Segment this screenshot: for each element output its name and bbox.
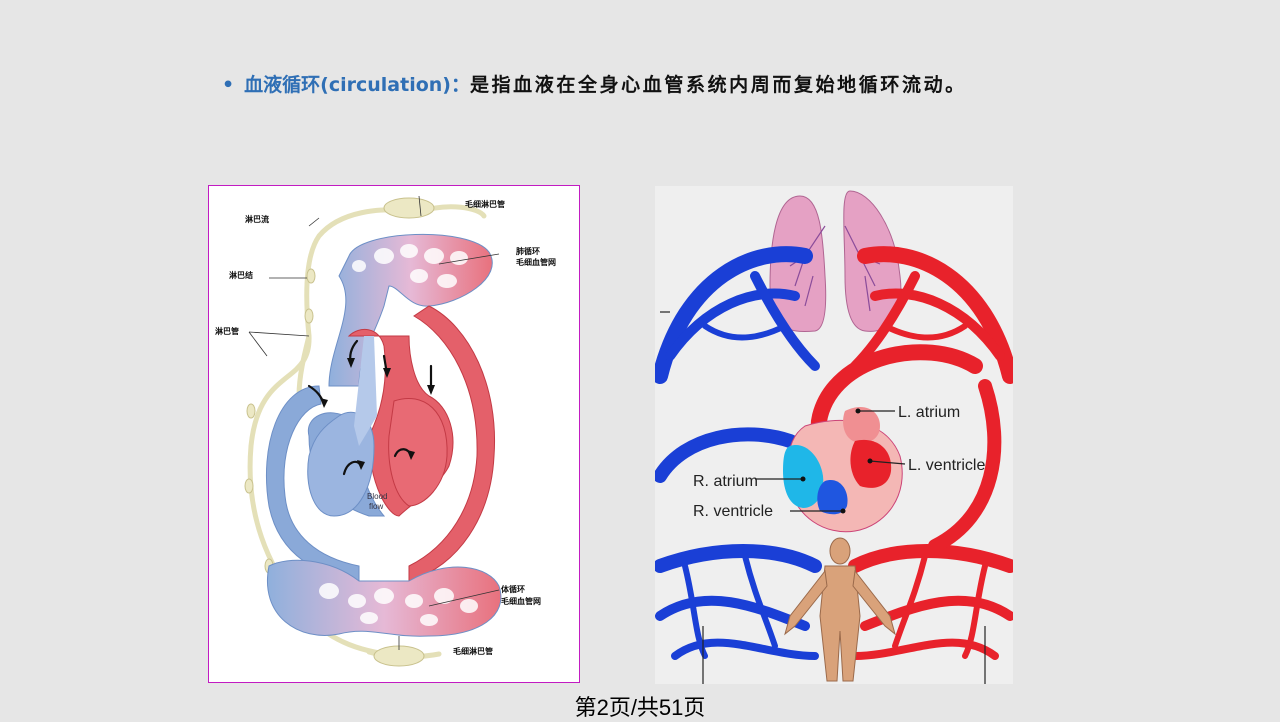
label-blood-flow-2: flow [369,502,383,511]
pulmonary-capillary-net [352,244,468,288]
label-systemic-1: 体循环 [501,584,525,594]
heart-chambers-svg: L. atrium L. ventricle R. atrium R. vent… [655,190,1013,684]
label-systemic-2: 毛细血管网 [501,596,541,606]
heart-chambers-diagram: L. atrium L. ventricle R. atrium R. vent… [655,186,1013,684]
circulation-definition: 是指血液在全身心血管系统内周而复始地循环流动。 [469,74,967,96]
leader-lines [248,195,500,650]
label-lymph-flow: 淋巴流 [245,214,269,224]
label-l-atrium: L. atrium [898,404,960,421]
label-pulmonary-2: 毛细血管网 [516,257,556,267]
human-figure [784,537,896,682]
heart [307,328,454,517]
flow-arrowheads [320,358,435,470]
circulation-term: 血液循环(circulation)： [244,74,470,96]
arterial-vessels [810,246,1013,660]
label-lymph-capillary-bottom: 毛细淋巴管 [453,646,493,656]
label-lymph-node: 淋巴结 [229,270,253,280]
label-blood-flow-1: Blood [367,492,387,501]
label-pulmonary-1: 肺循环 [516,246,540,256]
page-number: 第2页/共51页 [574,695,706,720]
bullet-marker: • [222,74,235,96]
systemic-capillary-net [319,583,478,626]
pulmonary-loop [328,233,493,387]
circulation-lymph-svg: 淋巴流 淋巴结 淋巴管 毛细淋巴管 肺循环 毛细血管网 体循环 毛细血管网 毛细… [215,195,556,667]
intro-bullet: • 血液循环(circulation)：是指血液在全身心血管系统内周而复始地循环流… [222,70,967,100]
circulation-lymph-diagram: 淋巴流 淋巴结 淋巴管 毛细淋巴管 肺循环 毛细血管网 体循环 毛细血管网 毛细… [208,185,580,683]
label-r-ventricle: R. ventricle [693,503,773,520]
label-lymph-vessel: 淋巴管 [215,326,239,336]
label-r-atrium: R. atrium [693,473,758,490]
venous-vessels [655,246,832,660]
label-leader-dots [800,408,873,514]
label-l-ventricle: L. ventricle [908,457,985,474]
label-leader-lines [660,311,986,684]
label-lymph-capillary-top: 毛细淋巴管 [465,199,505,209]
